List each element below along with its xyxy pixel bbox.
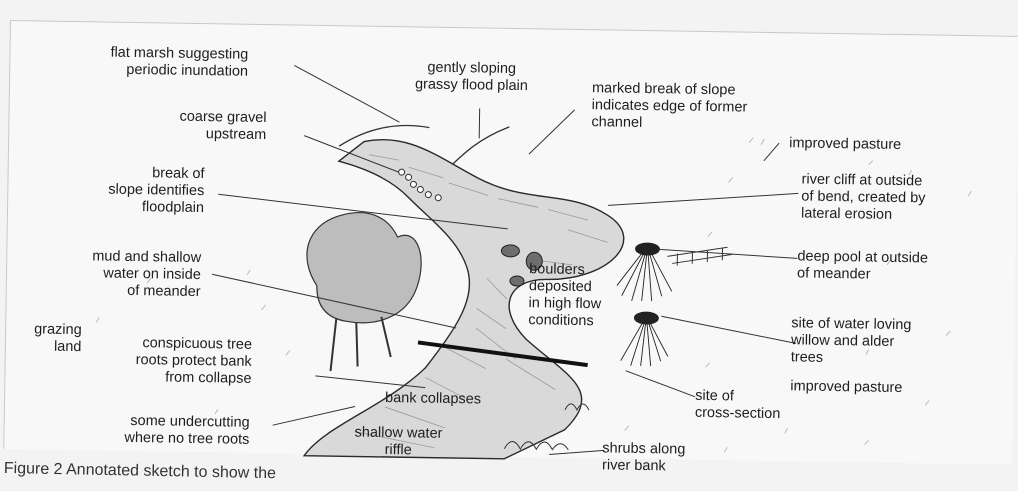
tree-left — [305, 212, 422, 373]
figure-caption: Figure 2 Annotated sketch to show the — [4, 460, 276, 483]
label-improved-pasture-bottom: improved pasture — [790, 378, 902, 397]
label-improved-pasture-top: improved pasture — [789, 135, 901, 154]
willow-trees — [616, 243, 673, 367]
fence — [667, 246, 732, 266]
label-bank-collapses: bank collapses — [385, 390, 481, 409]
